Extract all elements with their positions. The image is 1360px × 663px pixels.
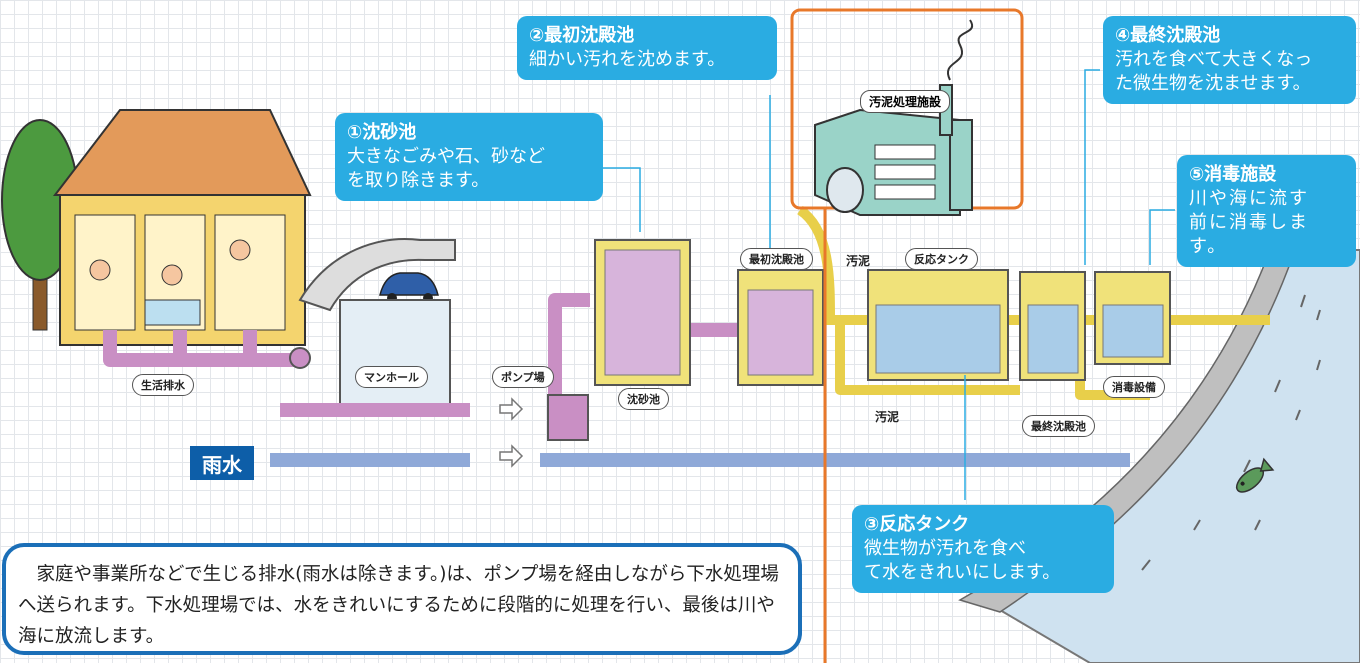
grit-chamber bbox=[594, 239, 691, 386]
road bbox=[298, 238, 456, 312]
callout-leaders bbox=[600, 69, 1175, 500]
callout-title: ①沈砂池 bbox=[347, 122, 417, 143]
fish-icon bbox=[1235, 457, 1275, 493]
description-box: 家庭や事業所などで生じる排水(雨水は除きます。)は、ポンプ場を経由しながら下水処… bbox=[2, 543, 802, 655]
sludge-label-top: 汚泥 bbox=[846, 254, 871, 268]
callout-body: 微生物が汚れを食べ て水をきれいにします。 bbox=[864, 538, 1061, 583]
callout-title: ②最初沈殿池 bbox=[529, 25, 635, 46]
sludge-facility-label: 汚泥処理施設 bbox=[860, 90, 951, 113]
callout-title: ③反応タンク bbox=[864, 514, 970, 535]
description-text: 家庭や事業所などで生じる排水(雨水は除きます。)は、ポンプ場を経由しながら下水処… bbox=[18, 564, 779, 647]
primary-settling-tank bbox=[737, 269, 824, 386]
sludge-label-bottom: 汚泥 bbox=[875, 410, 900, 424]
drain-cap bbox=[289, 347, 311, 369]
factory-icon bbox=[814, 19, 974, 216]
callout-title: ⑤消毒施設 bbox=[1189, 164, 1277, 185]
rainwater-badge: 雨水 bbox=[190, 446, 254, 480]
primary-settling-label: 最初沈殿池 bbox=[740, 248, 813, 270]
manhole-structure bbox=[339, 299, 451, 411]
wastewater-pipes bbox=[103, 293, 740, 420]
callout-reaction-tank: ③反応タンク 微生物が汚れを食べ て水をきれいにします。 bbox=[852, 505, 1114, 593]
reaction-tank bbox=[867, 269, 1009, 381]
callout-disinfection: ⑤消毒施設 川や海に流す 前に消毒します。 bbox=[1177, 155, 1356, 267]
house-icon bbox=[52, 109, 312, 346]
callout-body: 汚れを食べて大きくなっ た微生物を沈ませます。 bbox=[1115, 49, 1313, 94]
callout-body: 大きなごみや石、砂など を取り除きます。 bbox=[347, 146, 545, 191]
callout-grit-chamber: ①沈砂池 大きなごみや石、砂など を取り除きます。 bbox=[335, 113, 603, 201]
riverbank bbox=[958, 249, 1297, 613]
car-icon bbox=[379, 272, 439, 303]
callout-body: 細かい汚れを沈めます。 bbox=[529, 49, 726, 70]
callout-title: ④最終沈殿池 bbox=[1115, 25, 1221, 46]
callout-body: 川や海に流す 前に消毒します。 bbox=[1189, 188, 1309, 257]
reaction-tank-label: 反応タンク bbox=[905, 248, 978, 270]
disinfection-label: 消毒設備 bbox=[1103, 376, 1165, 398]
pump-well bbox=[547, 394, 589, 441]
manhole-label: マンホール bbox=[355, 366, 428, 388]
grit-chamber-label: 沈砂池 bbox=[618, 388, 669, 410]
arrow-icon bbox=[499, 397, 524, 468]
disinfection-tank bbox=[1094, 271, 1171, 365]
household-drain-label: 生活排水 bbox=[132, 374, 194, 396]
river-ripples bbox=[1141, 294, 1321, 571]
pump-station-label: ポンプ場 bbox=[492, 366, 554, 388]
callout-primary-settling: ②最初沈殿池 細かい汚れを沈めます。 bbox=[517, 16, 777, 80]
final-settling-tank bbox=[1019, 271, 1086, 381]
final-settling-label: 最終沈殿池 bbox=[1022, 415, 1095, 437]
callout-final-settling: ④最終沈殿池 汚れを食べて大きくなっ た微生物を沈ませます。 bbox=[1103, 16, 1356, 104]
